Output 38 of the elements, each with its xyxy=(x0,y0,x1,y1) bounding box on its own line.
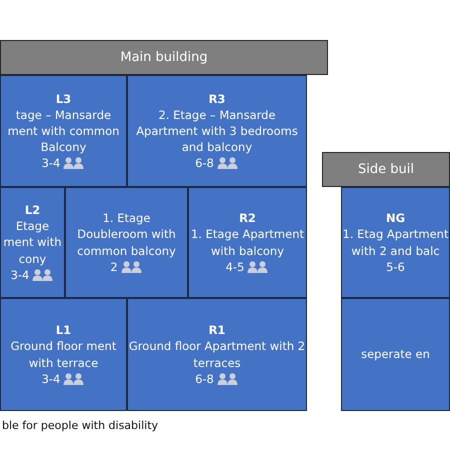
guest-count: 2 xyxy=(110,258,118,275)
room-description: 1. Etag Apartment with 2 and balc xyxy=(342,226,449,259)
room-code: L3 xyxy=(56,90,72,107)
room-code: NG xyxy=(386,210,406,226)
footnote: ble for people with disability xyxy=(2,419,158,432)
guest-count: 3-4 xyxy=(10,266,30,283)
room-description: 2. Etage – Mansarde Apartment with 3 bedrooms and balcony xyxy=(135,106,299,156)
apartment-room xyxy=(0,298,127,411)
guest-count: 4-5 xyxy=(226,258,244,275)
apartment-room xyxy=(65,187,188,298)
room-code: R3 xyxy=(208,90,226,107)
building-title: Main building xyxy=(120,50,208,65)
room-code: L1 xyxy=(56,322,72,338)
guest-count: 5-6 xyxy=(386,258,405,275)
guest-count: 6-8 xyxy=(195,370,214,387)
building-header xyxy=(0,40,328,75)
room-description: seperate en xyxy=(361,346,430,363)
room-description: Ground floor Apartment with 2 terraces xyxy=(128,338,306,371)
room-description: tage – Mansarde ment with common Balcony xyxy=(6,106,120,156)
room-description: 1. Etage Doubleroom with common balcony xyxy=(76,210,177,259)
guest-count: 3-4 xyxy=(42,370,60,387)
guest-count: 3-4 xyxy=(42,155,60,172)
apartment-room xyxy=(127,75,307,187)
room-description: 1. Etage Apartment with balcony xyxy=(190,226,305,259)
room-code: L2 xyxy=(24,202,40,218)
apartment-room xyxy=(188,187,307,298)
apartment-room xyxy=(341,298,450,411)
apartment-room xyxy=(341,187,450,298)
room-code: R2 xyxy=(239,210,256,226)
building-header xyxy=(322,152,450,187)
room-code: R1 xyxy=(208,322,226,338)
apartment-room xyxy=(127,298,307,411)
apartment-room xyxy=(0,75,127,187)
guest-count: 6-8 xyxy=(195,155,214,172)
room-description: Ground floor ment with terrace xyxy=(10,338,118,371)
room-description: Etage ment with cony xyxy=(2,218,63,267)
apartment-room xyxy=(0,187,65,298)
building-title: Side buil xyxy=(358,162,414,177)
